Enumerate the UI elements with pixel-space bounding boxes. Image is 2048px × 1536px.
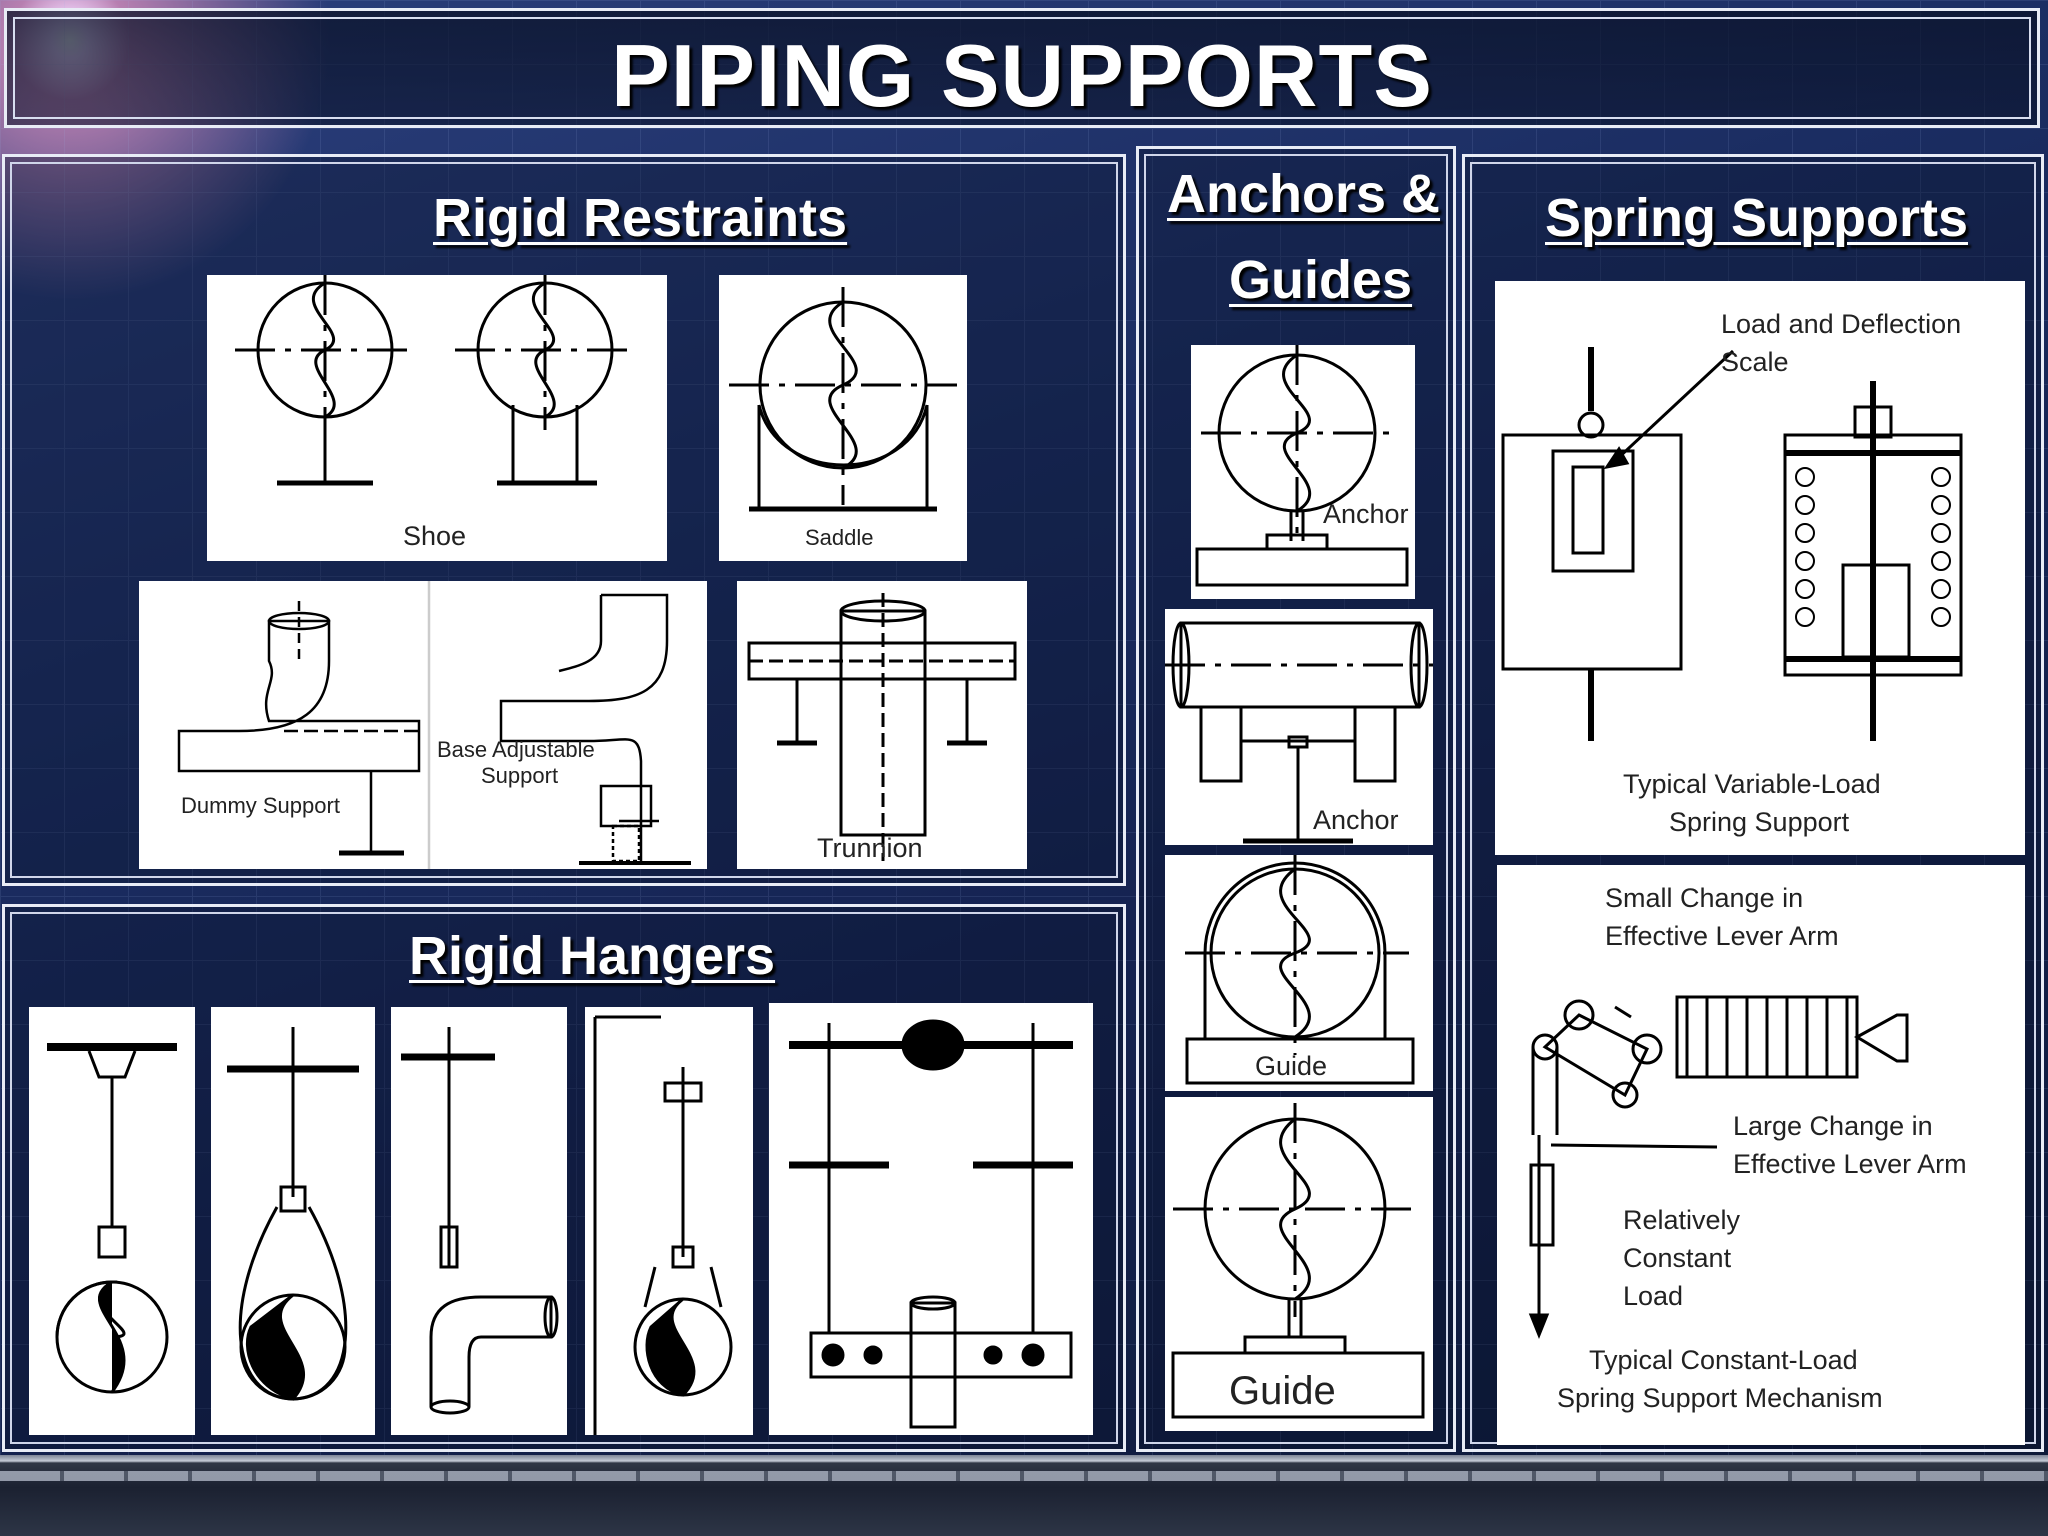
anchors-guides-heading-2: Guides xyxy=(1229,250,1413,310)
constant-load-diagram: Small Change in Effective Lever Arm Larg… xyxy=(1497,865,2025,1445)
relatively-label: Relatively xyxy=(1623,1205,1741,1235)
anchor-label-1: Anchor xyxy=(1323,499,1409,529)
small-change-label-1: Small Change in xyxy=(1605,883,1804,913)
guide-2-diagram: Guide xyxy=(1165,1097,1433,1431)
anchors-guides-heading-1: Anchors & xyxy=(1167,164,1441,224)
dummy-support-diagram: Dummy Support Base Adjustable Support xyxy=(139,581,707,869)
rigid-hangers-panel: Rigid Hangers xyxy=(2,904,1126,1452)
saddle-diagram: Saddle xyxy=(719,275,967,561)
saddle-label: Saddle xyxy=(805,525,874,550)
hanger-5-diagram xyxy=(769,1003,1093,1435)
load-deflection-label-2: Scale xyxy=(1721,347,1789,377)
hanger-1-diagram xyxy=(29,1007,195,1435)
trunnion-label: Trunnion xyxy=(817,833,923,863)
shoe-label: Shoe xyxy=(403,521,467,551)
constant-label: Constant xyxy=(1623,1243,1732,1273)
large-change-label-1: Large Change in xyxy=(1733,1111,1933,1141)
constant-load-caption-1: Typical Constant-Load xyxy=(1589,1345,1858,1375)
variable-load-caption-2: Spring Support xyxy=(1669,807,1850,837)
anchor-label-2: Anchor xyxy=(1313,805,1399,835)
base-adjustable-label-1: Base Adjustable xyxy=(437,737,595,762)
anchors-guides-panel: Anchors & Guides Anchor Anchor xyxy=(1136,146,1456,1452)
hanger-3-diagram xyxy=(391,1007,567,1435)
hanger-4-diagram xyxy=(585,1007,753,1435)
shoe-diagram: Shoe xyxy=(207,275,667,561)
base-adjustable-label-2: Support xyxy=(481,763,559,788)
bottom-rail xyxy=(0,1455,2048,1536)
guide-label-2: Guide xyxy=(1229,1369,1336,1413)
load-deflection-label-1: Load and Deflection xyxy=(1721,309,1962,339)
variable-load-caption-1: Typical Variable-Load xyxy=(1623,769,1881,799)
guide-1-diagram: Guide xyxy=(1165,855,1433,1091)
page-title: PIPING SUPPORTS xyxy=(611,26,1433,125)
constant-load-caption-2: Spring Support Mechanism xyxy=(1557,1383,1883,1413)
guide-label-1: Guide xyxy=(1255,1051,1328,1081)
small-change-label-2: Effective Lever Arm xyxy=(1605,921,1839,951)
dummy-support-label: Dummy Support xyxy=(181,793,340,818)
rigid-restraints-heading: Rigid Restraints xyxy=(433,188,848,248)
anchor-1-diagram: Anchor xyxy=(1191,345,1415,599)
spring-supports-panel: Spring Supports Load and Deflection Scal… xyxy=(1462,154,2044,1452)
spring-supports-heading: Spring Supports xyxy=(1545,188,1968,248)
rigid-restraints-panel: Rigid Restraints Shoe xyxy=(2,154,1126,886)
large-change-label-2: Effective Lever Arm xyxy=(1733,1149,1967,1179)
load-label: Load xyxy=(1623,1281,1684,1311)
anchor-2-diagram: Anchor xyxy=(1165,609,1433,845)
variable-load-diagram: Load and Deflection Scale Typical Variab… xyxy=(1495,281,2025,855)
title-bar: PIPING SUPPORTS xyxy=(4,8,2040,128)
hanger-2-diagram xyxy=(211,1007,375,1435)
trunnion-diagram: Trunnion xyxy=(737,581,1027,869)
rigid-hangers-heading: Rigid Hangers xyxy=(409,926,776,986)
